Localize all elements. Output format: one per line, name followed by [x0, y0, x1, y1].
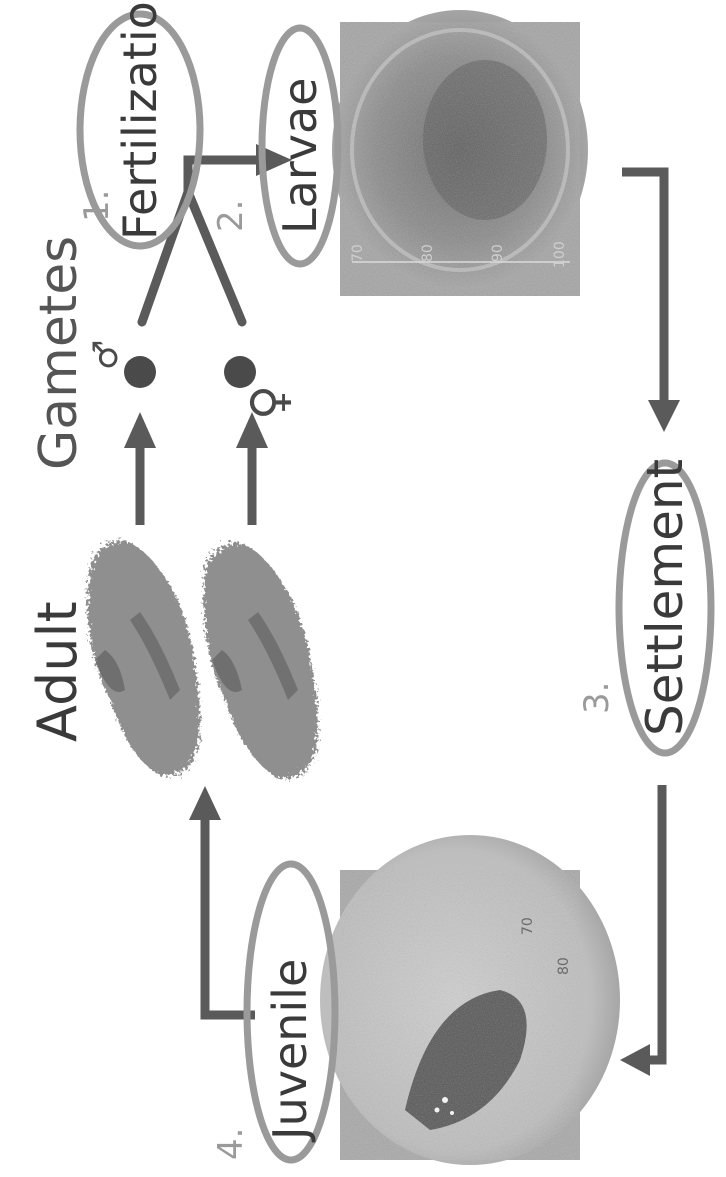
male-symbol: ♂ [88, 340, 124, 370]
step-3-number: 3. [578, 682, 616, 714]
step-2-label: Larvae [274, 78, 326, 234]
step-1-number: 1. [78, 190, 116, 222]
larvae-scale-tick: 100 [552, 241, 568, 268]
male-gamete [124, 356, 156, 388]
settlement-to-juvenile-arrow [620, 785, 662, 1076]
step-4-label: Juvenile [264, 959, 316, 1140]
juvenile-photo [320, 835, 620, 1165]
juvenile-scale-tick: 80 [556, 957, 572, 975]
larvae-scale-tick: 90 [490, 244, 506, 262]
step-1-label: Fertilization [114, 0, 166, 240]
adult-oyster-male [88, 540, 201, 775]
adult-to-male-gamete-arrow [124, 412, 156, 525]
gametes-title: Gametes [30, 236, 88, 470]
larvae-photo [332, 10, 588, 296]
adult-oyster-female [204, 542, 319, 778]
larvae-to-settlement-arrow [622, 172, 680, 432]
adult-title: Adult [28, 601, 88, 742]
female-symbol: ♀ [244, 385, 294, 420]
step-3-label: Settlement [637, 459, 693, 736]
adult-to-female-gamete-arrow [236, 412, 268, 525]
larvae-scale-tick: 80 [420, 244, 436, 262]
female-gamete [224, 356, 256, 388]
juvenile-scale-tick: 70 [520, 917, 536, 935]
larvae-scale-tick: 70 [350, 244, 366, 262]
step-2-number: 2. [212, 200, 250, 232]
step-4-number: 4. [212, 1128, 250, 1160]
